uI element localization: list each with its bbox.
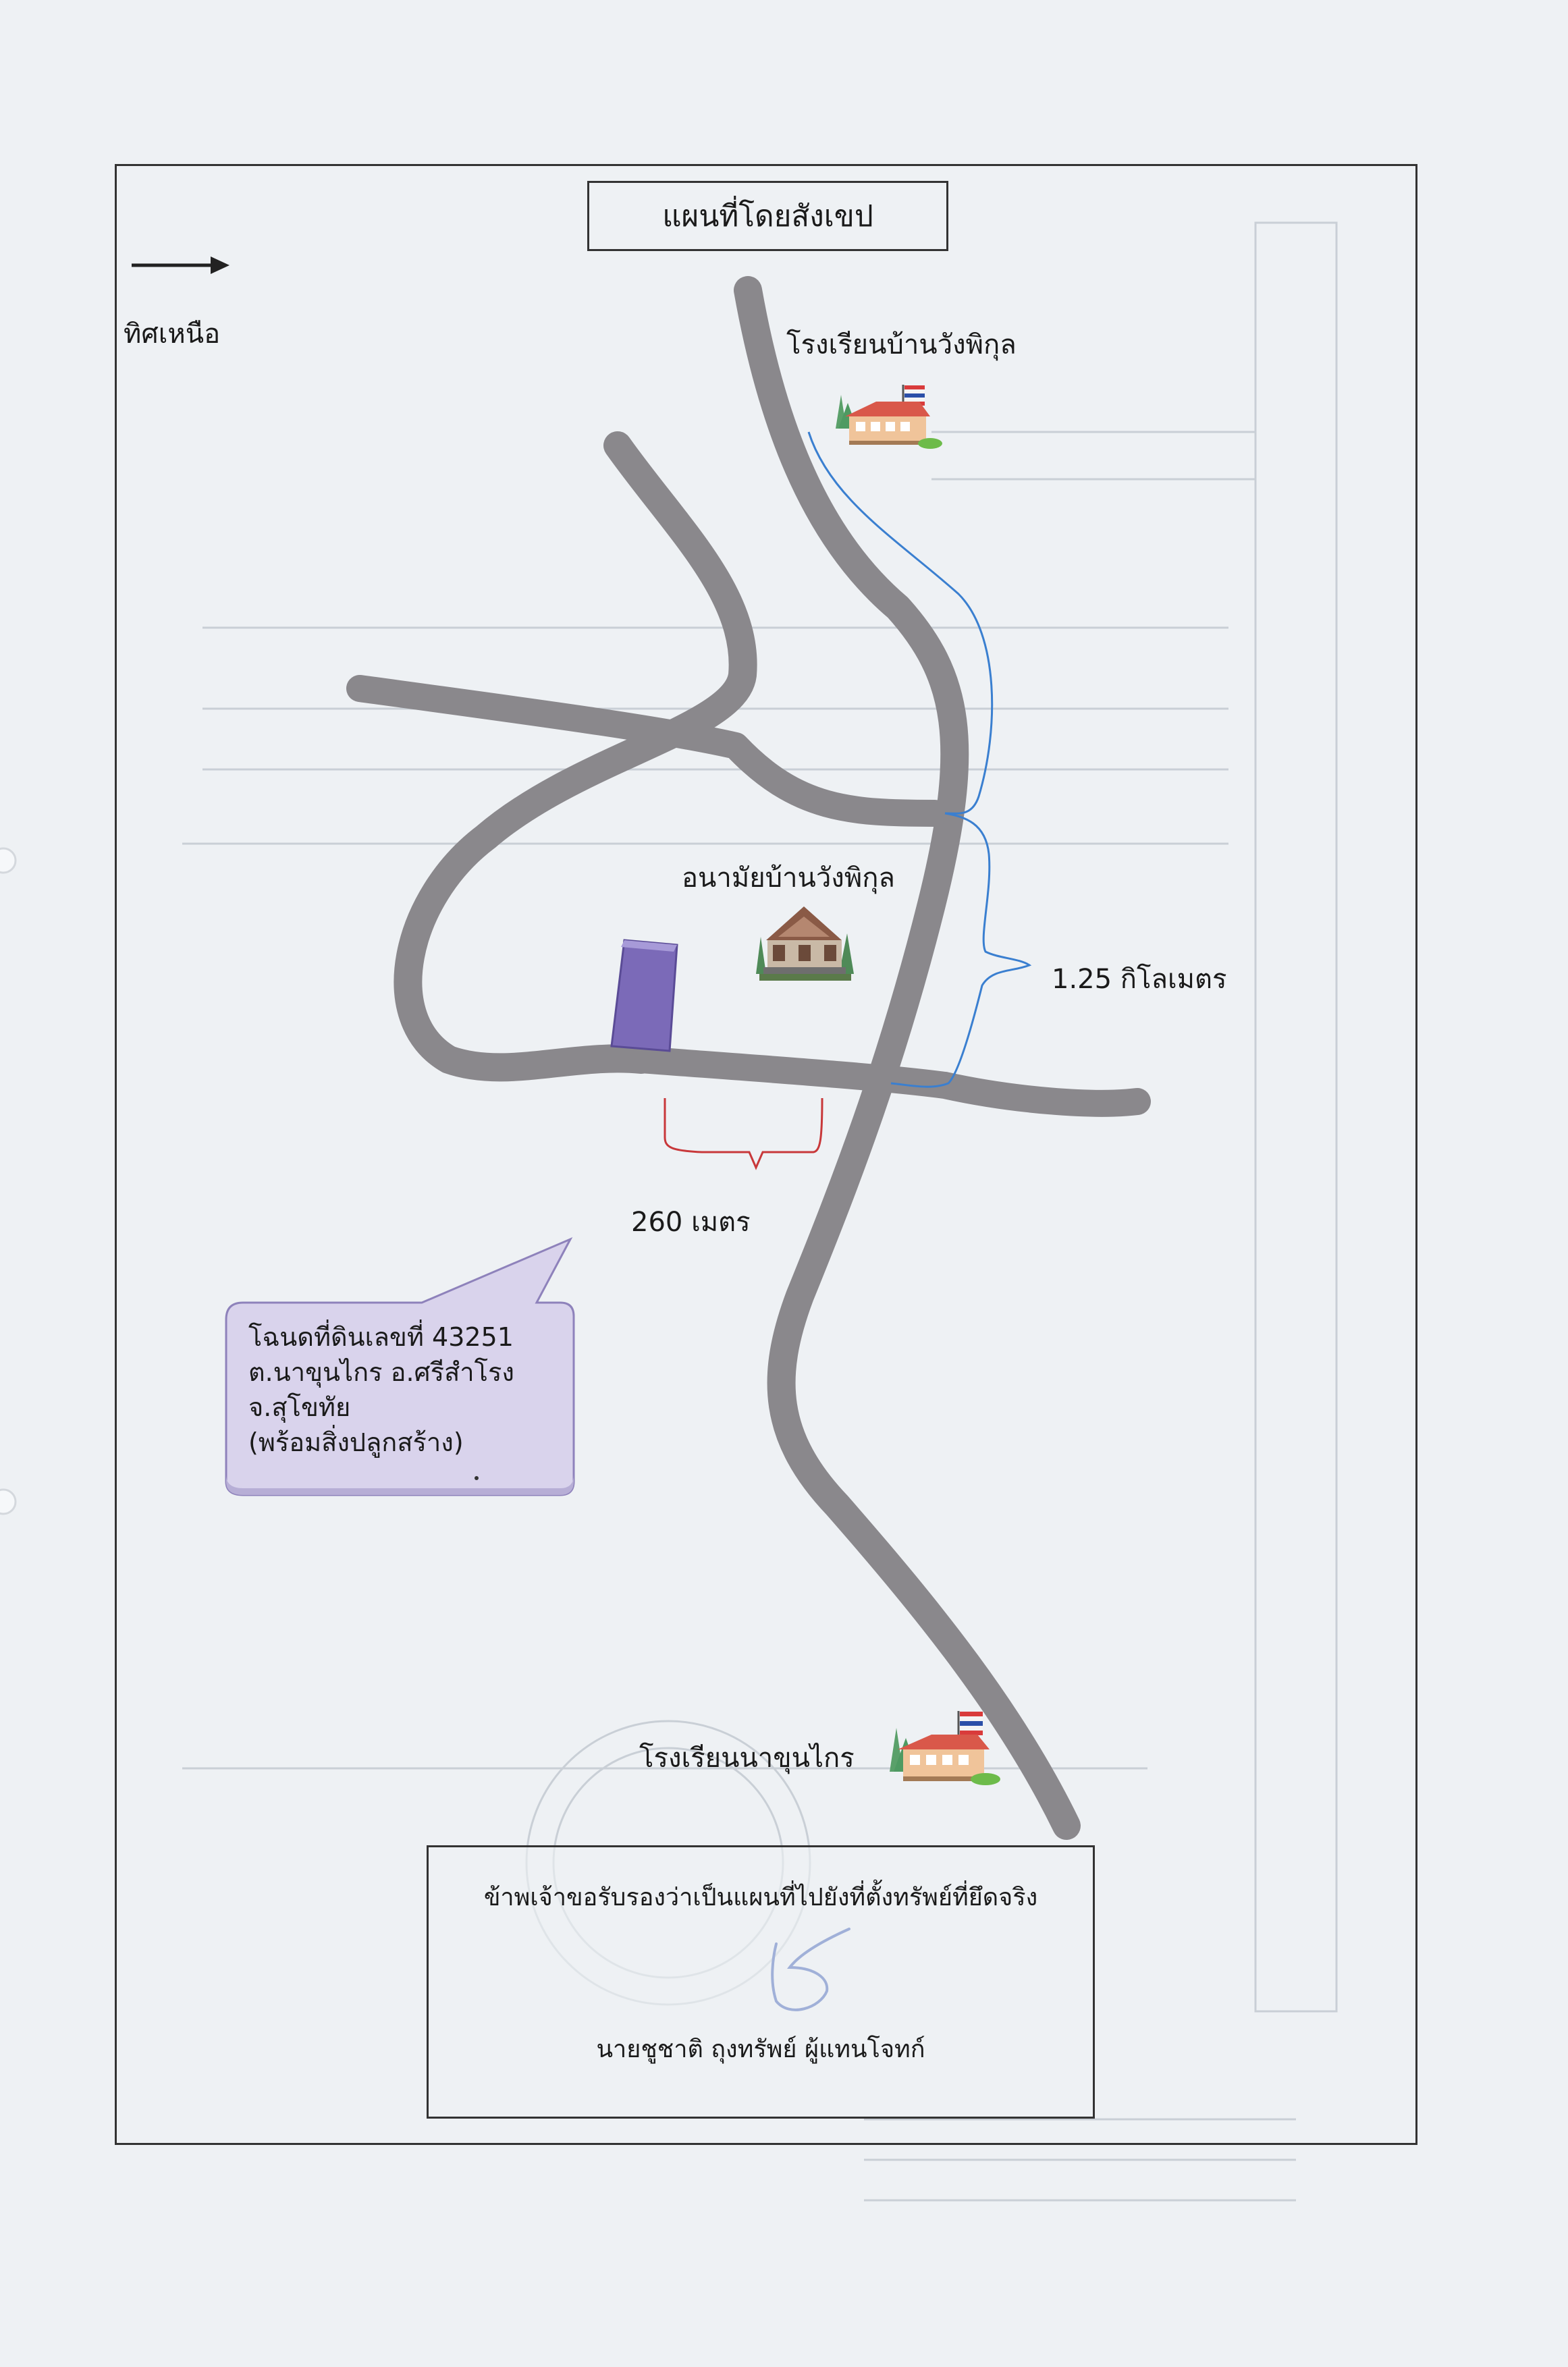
deed-number: โฉนดที่ดินเลขที่ 43251 [248,1322,514,1352]
land-plot [610,939,678,1052]
signer-name: นายชูชาติ ถุงทรัพย์ ผู้แทนโจทก์ [596,2036,925,2063]
certification-statement: ข้าพเจ้าขอรับรองว่าเป็นแผนที่ไปยังที่ตั้… [483,1884,1038,1911]
compass-label: ทิศเหนือ [124,319,221,350]
health-center-label: อนามัยบ้านวังพิกุล [682,863,895,894]
deed-location: ต.นาขุนไกร อ.ศรีสำโรง [248,1357,514,1387]
school-bottom-label: โรงเรียนนาขุนไกร [639,1743,855,1774]
school-top-label: โรงเรียนบ้านวังพิกุล [786,329,1017,360]
map-frame [115,164,1417,2145]
school-building-icon [890,1711,1000,1785]
deed-note: (พร้อมสิ่งปลูกสร้าง) [248,1427,464,1457]
deed-province: จ.สุโขทัย [248,1392,351,1422]
callout-bubble [225,1236,575,1496]
distance-label-school: 1.25 กิโลเมตร [1052,964,1227,995]
certification-box: ข้าพเจ้าขอรับรองว่าเป็นแผนที่ไปยังที่ตั้… [427,1845,1095,2119]
health-center-building-icon [756,906,854,981]
map-title-box: แผนที่โดยสังเขป [587,181,948,251]
road-main-vertical [734,276,1081,1840]
road-network [346,276,1151,1840]
distance-label-plot: 260 เมตร [631,1207,751,1238]
north-arrow-icon [132,256,229,274]
school-building-icon [836,385,942,449]
distance-bracket-red [664,1097,823,1170]
distance-bracket-blue [807,431,1032,1088]
callout-text: โฉนดที่ดินเลขที่ 43251 ต.นาขุนไกร อ.ศรีส… [248,1319,566,1460]
road-west-branch [394,431,757,1082]
road-lower-cross [628,1046,1151,1117]
road-upper-cross [346,675,948,827]
map-title: แผนที่โดยสังเขป [662,199,873,234]
